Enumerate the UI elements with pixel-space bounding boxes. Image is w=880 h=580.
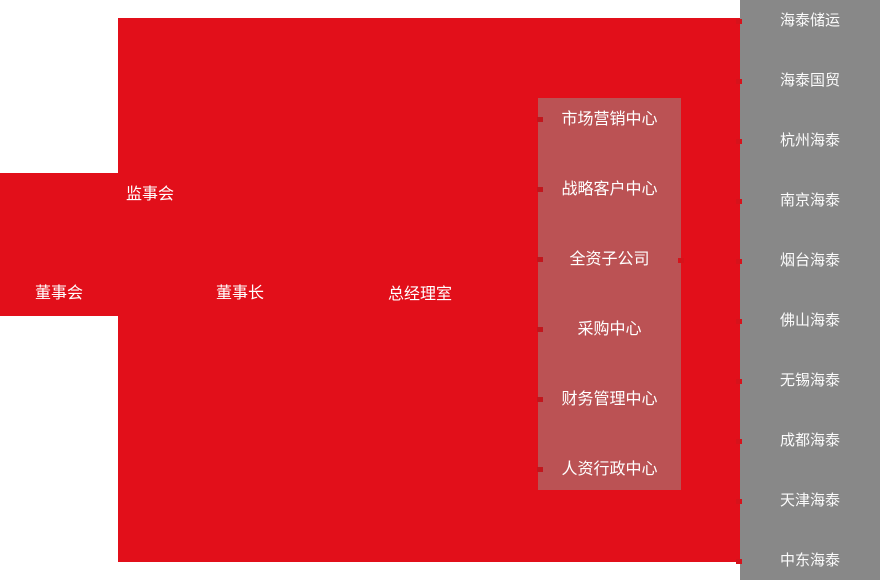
connector-tick (537, 327, 543, 332)
connector-tick (736, 379, 742, 384)
board-block (0, 173, 118, 316)
subsidiaries-column (740, 0, 880, 580)
subsidiary-item: 海泰储运 (779, 12, 840, 29)
connector-tick (537, 117, 543, 122)
board-label: 董事会 (34, 285, 83, 302)
subsidiary-item: 成都海泰 (779, 432, 840, 449)
subsidiary-item: 烟台海泰 (779, 252, 840, 269)
supervisory-board-label: 监事会 (126, 186, 175, 203)
connector-tick (736, 559, 742, 564)
subsidiary-item: 中东海泰 (779, 552, 840, 569)
connector-tick (736, 19, 742, 24)
connector-tick (736, 139, 742, 144)
connector-tick (736, 199, 742, 204)
department-item: 采购中心 (577, 321, 642, 338)
connector-tick (736, 499, 742, 504)
connector-tick (537, 397, 543, 402)
subsidiary-item: 佛山海泰 (779, 312, 840, 329)
subsidiary-item: 海泰国贸 (779, 72, 840, 89)
department-item: 人资行政中心 (561, 461, 658, 478)
subsidiary-item: 杭州海泰 (779, 132, 840, 149)
connector-tick (736, 319, 742, 324)
departments-box (538, 98, 681, 490)
general-manager-office-label: 总经理室 (388, 286, 453, 303)
subsidiary-item: 天津海泰 (779, 492, 840, 509)
connector-tick (537, 187, 543, 192)
chairman-label: 董事长 (216, 285, 265, 302)
connector-tick (736, 259, 742, 264)
connector-tick (537, 467, 543, 472)
department-item: 财务管理中心 (561, 391, 658, 408)
subsidiary-item: 南京海泰 (779, 192, 840, 209)
connector-tick (736, 79, 742, 84)
department-item: 战略客户中心 (561, 181, 658, 198)
department-item: 全资子公司 (569, 251, 650, 268)
subsidiary-item: 无锡海泰 (779, 372, 840, 389)
department-item: 市场营销中心 (561, 111, 658, 128)
connector-tick (537, 257, 543, 262)
connector-tick (736, 439, 742, 444)
connector-tick (678, 258, 684, 263)
